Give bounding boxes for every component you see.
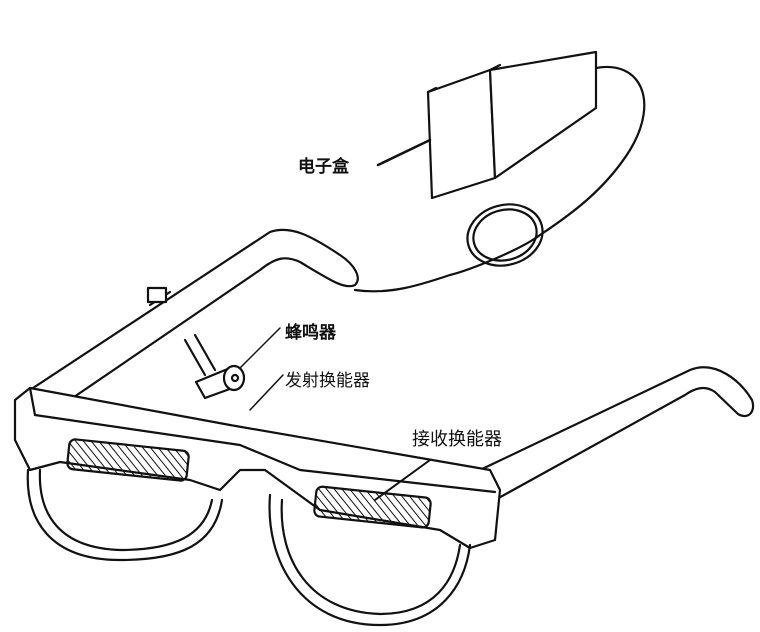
label-transmit-transducer: 发射换能器: [285, 371, 370, 391]
label-receive-transducer: 接收换能器: [412, 429, 502, 450]
left-temple: [28, 228, 359, 412]
left-lens: [26, 468, 224, 562]
electronic-box: [426, 50, 598, 200]
label-buzzer: 蜂鸣器: [285, 323, 336, 343]
right-temple: [478, 366, 755, 502]
right-lens: [268, 493, 472, 627]
left-receive-window: [66, 438, 190, 482]
label-electronic-box: 电子盒: [298, 157, 349, 177]
right-receive-window: [313, 485, 432, 529]
cable-loop: [466, 203, 544, 267]
buzzer: [183, 333, 246, 400]
cable: [353, 65, 646, 293]
